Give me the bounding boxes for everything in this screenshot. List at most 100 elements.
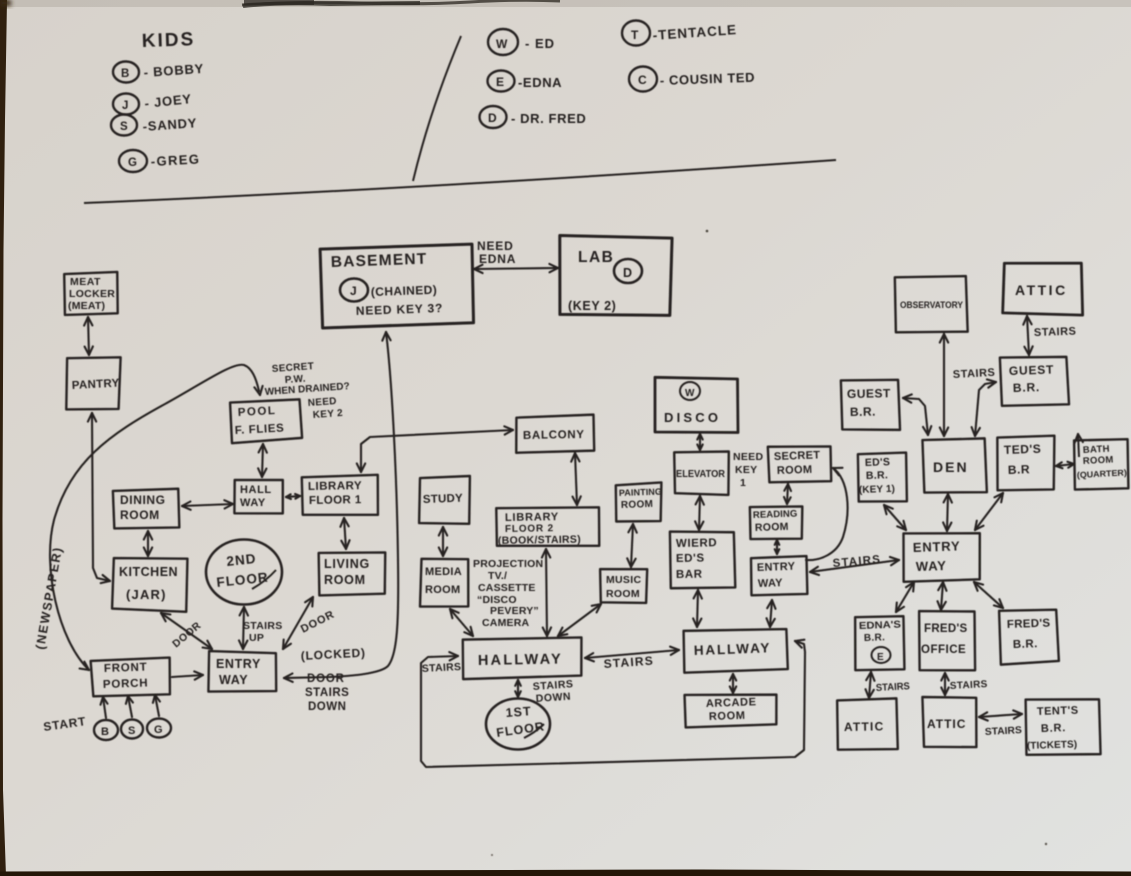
svg-text:ATTIC: ATTIC <box>1015 282 1068 298</box>
svg-text:- BOBBY: - BOBBY <box>143 61 204 80</box>
svg-text:J: J <box>350 284 357 298</box>
svg-text:KITCHEN: KITCHEN <box>119 565 178 579</box>
svg-text:TENT'S: TENT'S <box>1037 705 1079 718</box>
svg-text:(BOOK/STAIRS): (BOOK/STAIRS) <box>498 534 581 547</box>
svg-text:PAINTING: PAINTING <box>619 486 662 497</box>
svg-text:MEDIA: MEDIA <box>425 566 462 578</box>
svg-text:STAIRS: STAIRS <box>985 725 1023 738</box>
svg-text:HALL: HALL <box>240 484 272 496</box>
svg-text:B.R.: B.R. <box>850 405 876 419</box>
svg-text:J: J <box>122 100 128 112</box>
svg-text:B.R: B.R <box>1008 462 1031 477</box>
svg-text:W: W <box>496 37 508 51</box>
svg-text:- JOEY: - JOEY <box>144 91 193 111</box>
svg-text:GUEST: GUEST <box>847 386 891 401</box>
svg-text:BATH: BATH <box>1083 444 1110 456</box>
svg-text:FLOOR: FLOOR <box>495 719 545 740</box>
svg-text:“DISCO: “DISCO <box>477 594 517 606</box>
svg-text:-SANDY: -SANDY <box>142 115 198 134</box>
svg-text:B.R.: B.R. <box>1013 638 1038 651</box>
svg-text:LAB: LAB <box>578 249 614 266</box>
svg-text:KEY: KEY <box>735 464 758 476</box>
svg-text:TV./: TV./ <box>488 570 507 582</box>
svg-text:G: G <box>154 724 163 736</box>
svg-text:-EDNA: -EDNA <box>518 75 562 90</box>
svg-text:PEVERY”: PEVERY” <box>490 605 539 617</box>
svg-text:B.R.: B.R. <box>1013 380 1041 395</box>
svg-text:(QUARTER): (QUARTER) <box>1077 467 1128 480</box>
svg-text:KIDS: KIDS <box>141 29 195 52</box>
svg-text:BASEMENT: BASEMENT <box>331 251 428 271</box>
svg-text:STAIRS: STAIRS <box>422 661 462 675</box>
svg-text:CASSETTE: CASSETTE <box>478 582 536 594</box>
svg-text:(LOCKED): (LOCKED) <box>300 646 366 663</box>
svg-text:SECRET: SECRET <box>271 361 314 375</box>
svg-text:B.R.: B.R. <box>866 469 889 482</box>
svg-text:ROOM: ROOM <box>120 508 160 522</box>
svg-text:STAIRS: STAIRS <box>603 654 654 671</box>
svg-text:STAIRS: STAIRS <box>243 620 283 632</box>
svg-text:UP: UP <box>249 632 264 644</box>
svg-text:DISCO: DISCO <box>664 410 721 425</box>
svg-text:ROOM: ROOM <box>1083 454 1114 467</box>
svg-text:DINING: DINING <box>120 493 166 507</box>
svg-text:1: 1 <box>740 477 746 489</box>
svg-text:(TICKETS): (TICKETS) <box>1027 739 1078 752</box>
svg-text:STAIRS: STAIRS <box>305 687 349 699</box>
svg-text:ROOM: ROOM <box>709 710 746 723</box>
svg-text:E: E <box>877 652 884 663</box>
svg-text:GUEST: GUEST <box>1009 362 1055 378</box>
svg-text:LIBRARY: LIBRARY <box>505 511 559 524</box>
svg-text:(KEY 2): (KEY 2) <box>568 299 616 313</box>
svg-text:STAIRS: STAIRS <box>1034 326 1077 339</box>
svg-text:NEED: NEED <box>307 396 337 409</box>
svg-text:B: B <box>121 68 129 80</box>
svg-text:FRED'S: FRED'S <box>1007 617 1051 631</box>
svg-text:2ND: 2ND <box>226 551 257 569</box>
svg-text:KEY 2: KEY 2 <box>312 408 343 421</box>
svg-text:HALLWAY: HALLWAY <box>478 652 563 669</box>
svg-text:EDNA'S: EDNA'S <box>859 620 902 632</box>
svg-text:POOL: POOL <box>238 405 277 419</box>
svg-text:BALCONY: BALCONY <box>523 429 585 442</box>
svg-text:STAIRS: STAIRS <box>950 679 988 692</box>
svg-text:- COUSIN TED: - COUSIN TED <box>660 70 756 88</box>
svg-text:-TENTACLE: -TENTACLE <box>652 22 737 43</box>
svg-text:WIERD: WIERD <box>676 537 718 550</box>
svg-text:FLOOR 1: FLOOR 1 <box>309 494 362 507</box>
svg-text:LIBRARY: LIBRARY <box>308 480 362 493</box>
svg-text:OBSERVATORY: OBSERVATORY <box>900 300 964 311</box>
svg-text:READING: READING <box>753 508 798 521</box>
svg-text:D: D <box>488 111 497 125</box>
svg-text:HALLWAY: HALLWAY <box>694 640 772 658</box>
svg-text:ED'S: ED'S <box>676 552 705 565</box>
svg-text:OFFICE: OFFICE <box>921 644 966 656</box>
svg-text:B.R.: B.R. <box>1041 722 1067 735</box>
svg-text:BAR: BAR <box>676 569 703 581</box>
svg-text:(CHAINED): (CHAINED) <box>371 283 438 299</box>
svg-text:EDNA: EDNA <box>479 252 516 266</box>
svg-text:FLOOR 2: FLOOR 2 <box>505 523 554 535</box>
svg-text:ATTIC: ATTIC <box>844 719 885 734</box>
svg-text:ENTRY: ENTRY <box>216 657 261 671</box>
svg-text:ROOM: ROOM <box>755 521 789 534</box>
svg-text:NEED: NEED <box>733 451 763 463</box>
svg-text:MUSIC: MUSIC <box>606 574 641 586</box>
svg-text:WAY: WAY <box>758 577 784 590</box>
svg-text:F. FLIES: F. FLIES <box>235 422 285 437</box>
svg-text:STAIRS: STAIRS <box>532 678 573 693</box>
svg-text:S: S <box>120 121 128 133</box>
svg-text:ENTRY: ENTRY <box>913 538 961 555</box>
svg-text:PORCH: PORCH <box>103 677 149 691</box>
svg-text:(JAR): (JAR) <box>126 587 167 602</box>
svg-text:ATTIC: ATTIC <box>927 717 966 731</box>
svg-text:ROOM: ROOM <box>425 584 460 596</box>
svg-text:C: C <box>638 73 647 87</box>
svg-text:P.W.: P.W. <box>284 374 306 386</box>
svg-text:LOCKER: LOCKER <box>69 288 115 300</box>
svg-text:PROJECTION: PROJECTION <box>473 558 543 570</box>
svg-text:-GREG: -GREG <box>150 151 200 169</box>
svg-text:STUDY: STUDY <box>423 493 463 506</box>
svg-text:STAIRS: STAIRS <box>876 681 911 694</box>
svg-text:FLOOR: FLOOR <box>216 570 270 590</box>
